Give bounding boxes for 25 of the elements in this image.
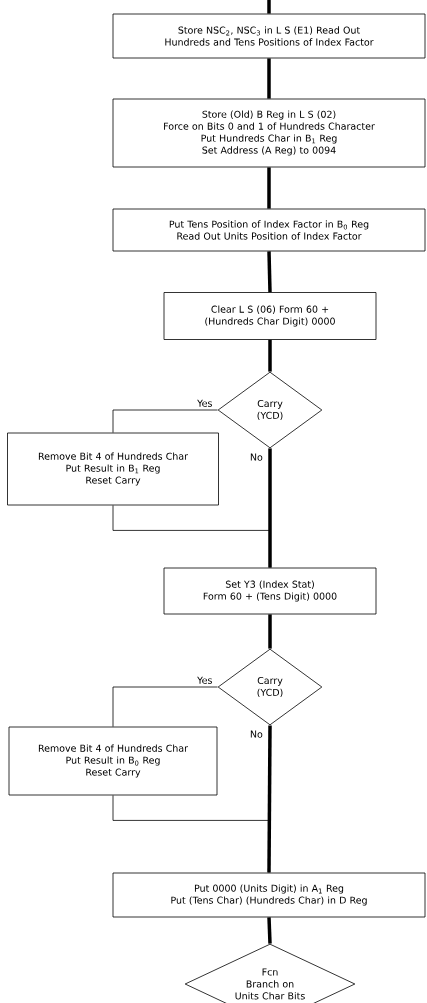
connector-line bbox=[268, 448, 272, 568]
edge-label: Yes bbox=[196, 398, 214, 408]
process-box: Clear L S (06) Form 60 + (Hundreds Char Digit) 0000 bbox=[163, 292, 377, 340]
connector-line bbox=[112, 505, 271, 568]
process-box: Store NSC$_{2}$, NSC$_{3}$ in L S (E1) Read Out Hundreds and Tens Positions of Index Factor bbox=[112, 13, 426, 59]
connector-line bbox=[267, 251, 272, 293]
connector-line bbox=[112, 409, 218, 433]
process-box: Put 0000 (Units Digit) in A$_{1}$ Reg Put (Tens Char) (Hundreds Char) in D Reg bbox=[112, 872, 426, 918]
connector-line bbox=[112, 686, 218, 727]
connector-line bbox=[268, 614, 272, 649]
process-box: Store (Old) B Reg in L S (02) Force on Bits 0 and 1 of Hundreds Character Put Hundreds Char in B$_{1}$ Reg Set Address (A Reg) to 0094 bbox=[112, 98, 426, 168]
connector-line bbox=[112, 795, 270, 873]
connector-line bbox=[267, 0, 271, 14]
process-box: Remove Bit 4 of Hundreds Char Put Result in B$_{0}$ Reg Reset Carry bbox=[8, 726, 218, 796]
edge-label: Yes bbox=[196, 675, 214, 685]
process-box: Remove Bit 4 of Hundreds Char Put Result in B$_{1}$ Reg Reset Carry bbox=[7, 432, 219, 506]
connector-line bbox=[267, 725, 272, 873]
edge-label: No bbox=[248, 729, 264, 739]
connector-line bbox=[267, 58, 271, 99]
connector-line bbox=[267, 167, 271, 209]
connector-line bbox=[267, 917, 272, 944]
edge-label: No bbox=[248, 452, 264, 462]
process-box: Put Tens Position of Index Factor in B$_{0}$ Reg Read Out Units Position of Index Factor bbox=[112, 208, 426, 252]
process-box: Set Y3 (Index Stat) Form 60 + (Tens Digit) 0000 bbox=[163, 567, 377, 615]
connector-line bbox=[268, 339, 272, 372]
